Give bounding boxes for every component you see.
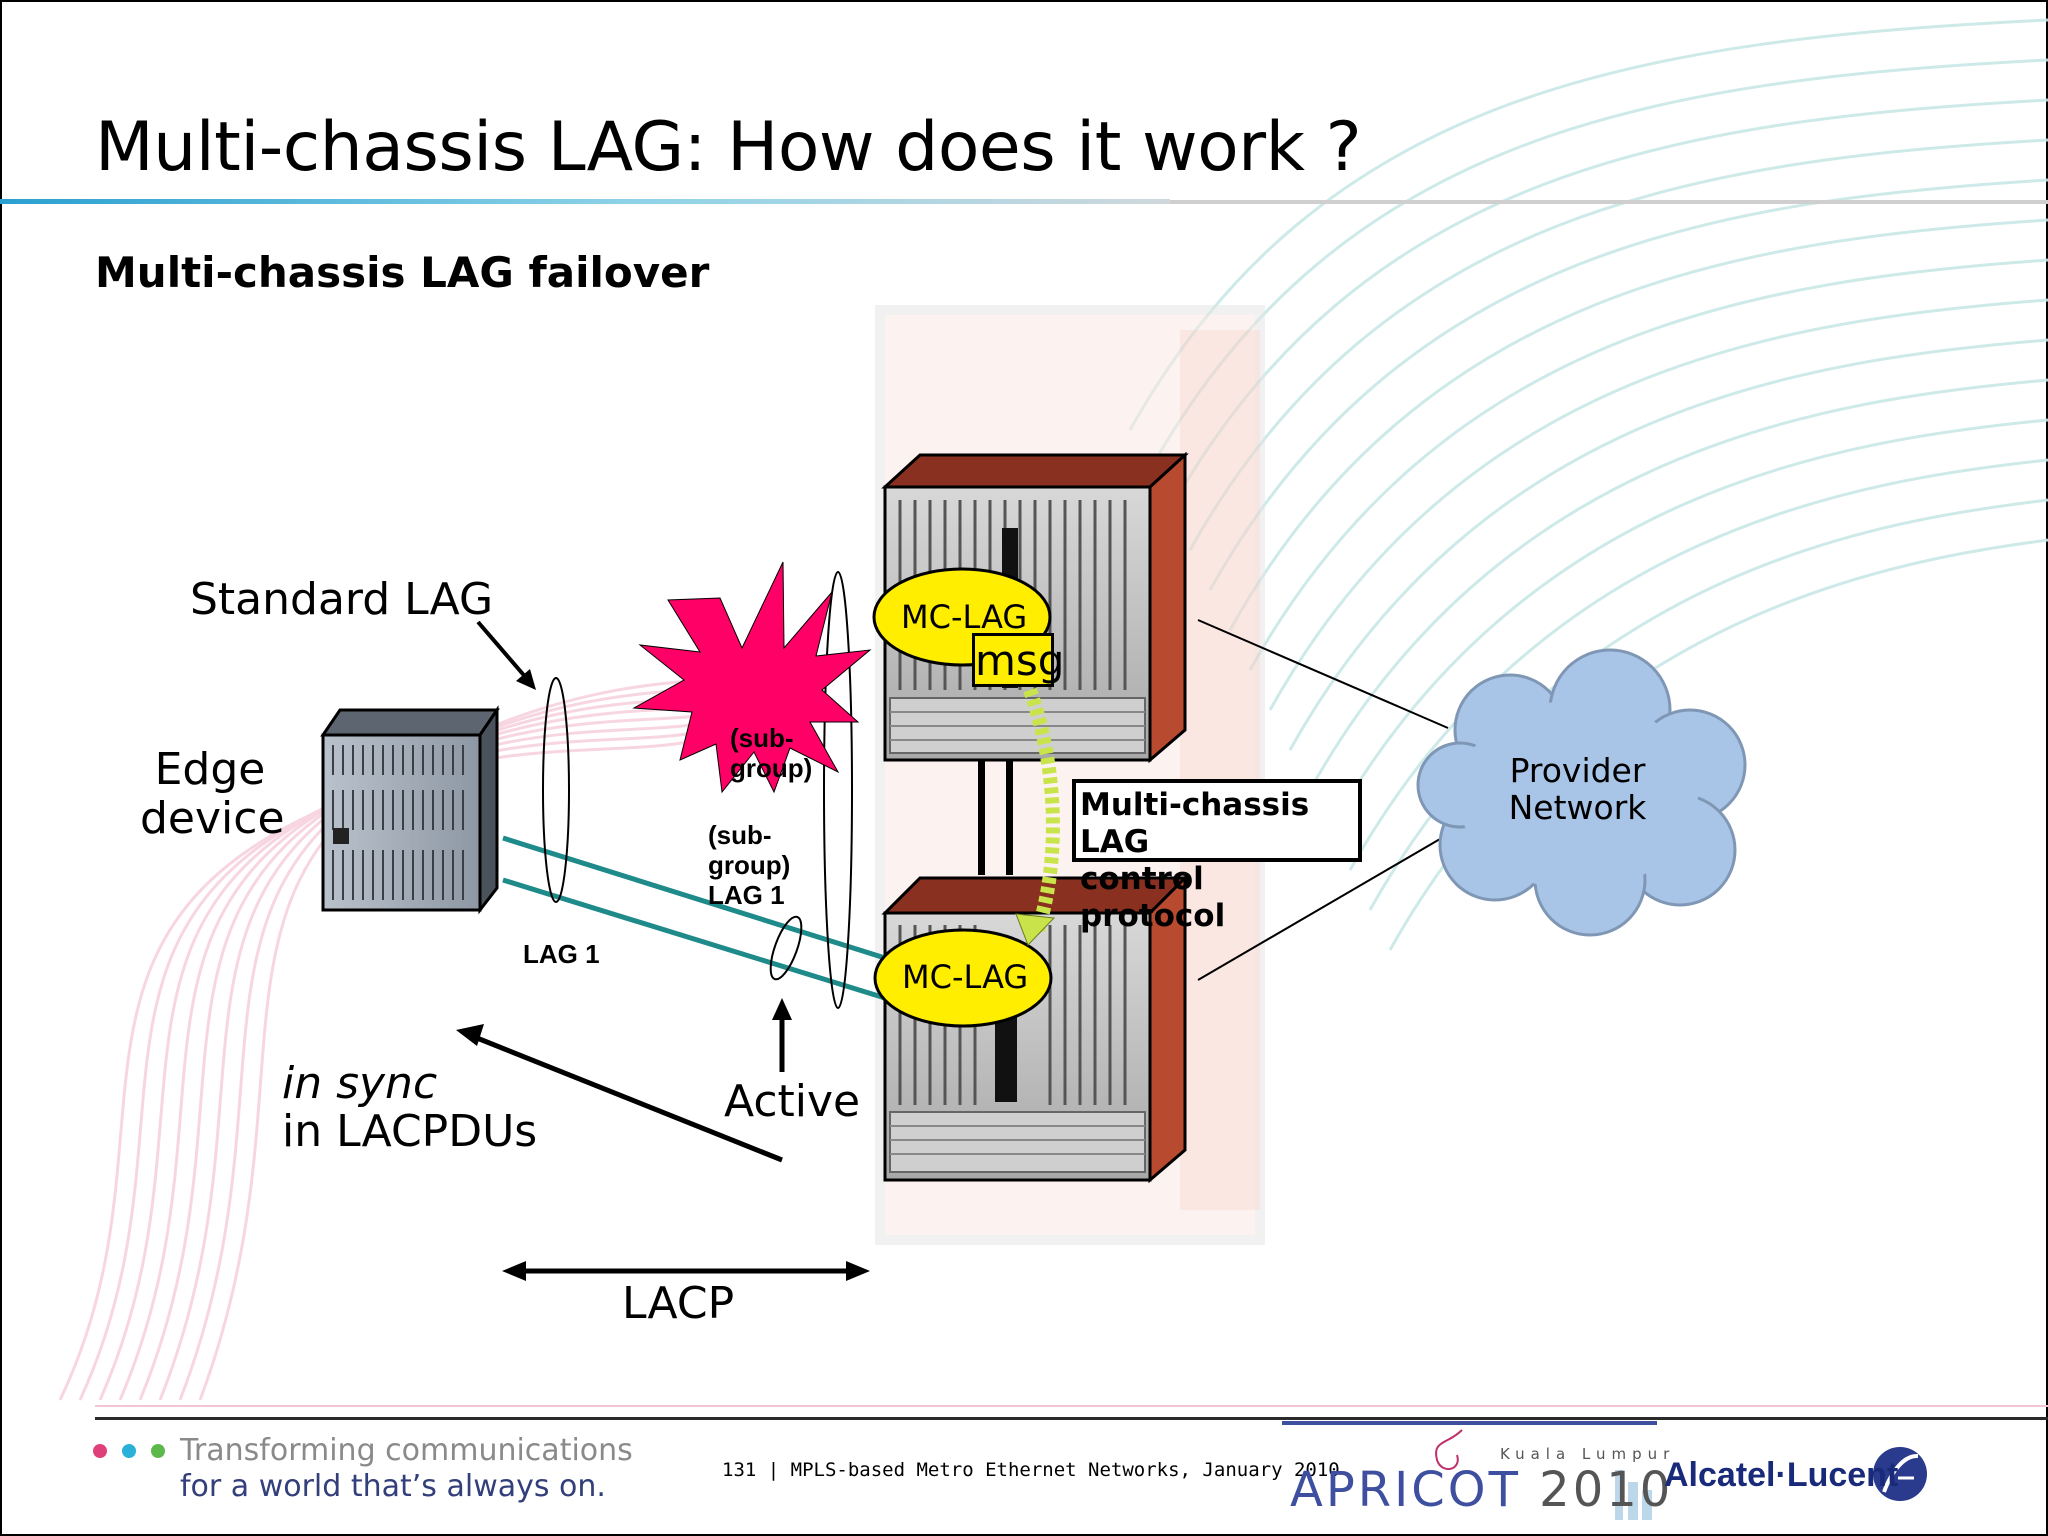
active-label: Active xyxy=(724,1076,861,1127)
footer-rule-blue xyxy=(1282,1421,1657,1425)
control-protocol-box: Multi-chassis LAG control protocol xyxy=(1072,779,1362,934)
footer-dot-pink xyxy=(93,1444,107,1458)
in-sync-arrowhead xyxy=(456,1024,484,1046)
provider-network-line2: Network xyxy=(1508,788,1647,827)
subgroup-top-label: (sub- group) xyxy=(730,723,812,783)
cloud-icon xyxy=(1416,648,1747,937)
explosion-burst-icon xyxy=(632,561,872,794)
lacp-label: LACP xyxy=(622,1278,735,1329)
title-rule xyxy=(0,199,1170,204)
lag1-label: LAG 1 xyxy=(523,939,600,969)
footer-dot-green xyxy=(151,1444,165,1458)
subgroup-top-line1: (sub- xyxy=(730,723,794,753)
footer-rule-dark xyxy=(95,1417,2048,1420)
mclag-bottom-label: MC-LAG xyxy=(902,958,1029,996)
control-protocol-arrowhead xyxy=(1015,913,1056,946)
in-sync-line1: in sync xyxy=(282,1058,438,1109)
subgroup-bottom-line2: group) xyxy=(708,850,791,880)
uplink-top xyxy=(1197,619,1449,729)
footer-tagline: Transforming communications for a world … xyxy=(180,1433,633,1505)
in-sync-label: in sync in LACPDUs xyxy=(282,1060,537,1156)
mclag-bottom-ellipse xyxy=(873,928,1053,1028)
uplink-bottom xyxy=(1197,831,1453,981)
active-arrowhead xyxy=(772,998,792,1020)
footer-tagline-line2: for a world that’s always on. xyxy=(180,1469,606,1504)
subgroup-top-line2: group) xyxy=(730,753,813,783)
slide-subtitle: Multi-chassis LAG failover xyxy=(95,248,710,297)
standard-lag-arrowhead xyxy=(516,669,536,690)
edge-device-label-line1: Edge xyxy=(154,744,266,795)
standard-lag-label: Standard LAG xyxy=(190,574,494,625)
brand-name: Alcatel·Lucent xyxy=(1664,1456,1899,1494)
page-title: Multi-chassis LAG: How does it work ? xyxy=(95,108,1362,187)
subgroup-bottom-line3: LAG 1 xyxy=(708,880,785,910)
edge-device-label: Edge device xyxy=(140,744,285,844)
subgroup-bottom-label: (sub- group) LAG 1 xyxy=(708,820,790,910)
edge-device-label-line2: device xyxy=(140,793,285,844)
event-logo-text: APRICOT 2010 xyxy=(1290,1462,1673,1518)
control-protocol-path xyxy=(1023,687,1060,933)
standard-lag-arrow-line xyxy=(476,620,530,682)
edge-device-chassis xyxy=(320,705,500,915)
event-name: APRICOT xyxy=(1290,1462,1521,1518)
control-protocol-line1: Multi-chassis LAG xyxy=(1080,787,1310,860)
rack-post-left xyxy=(978,760,985,875)
in-sync-line2: in LACPDUs xyxy=(282,1106,538,1157)
footer-tagline-line1: Transforming communications xyxy=(180,1433,633,1468)
footer-page-info: 131 | MPLS-based Metro Ethernet Networks… xyxy=(722,1459,1340,1481)
provider-network-line1: Provider xyxy=(1509,751,1646,790)
link-edge-to-router-b xyxy=(502,877,886,1001)
title-rule-gray xyxy=(1170,200,2048,204)
lacp-arrowhead-right xyxy=(846,1261,870,1281)
mclag-top-label: MC-LAG xyxy=(901,598,1028,636)
provider-network-label: Provider Network xyxy=(1500,752,1655,826)
alcatel-lucent-logo-icon xyxy=(1873,1447,1927,1501)
lag1-ellipse xyxy=(542,677,570,903)
event-year: 2010 xyxy=(1539,1462,1674,1518)
subgroup-ellipse xyxy=(769,915,803,981)
footer-rule-pink xyxy=(95,1405,2048,1407)
subgroup-bottom-line1: (sub- xyxy=(708,820,772,850)
apricot-skyline-icon xyxy=(1615,1470,1652,1520)
msg-badge: msg xyxy=(972,633,1064,687)
mclag-ellipse xyxy=(823,571,853,1009)
apricot-flower-icon xyxy=(1435,1429,1463,1470)
lacp-arrowhead-left xyxy=(502,1261,526,1281)
rack-post-right xyxy=(1006,760,1013,875)
footer-dot-blue xyxy=(122,1444,136,1458)
in-sync-arrow-line xyxy=(471,1033,783,1163)
control-protocol-line2: control protocol xyxy=(1080,861,1226,934)
event-city: Kuala Lumpur xyxy=(1500,1445,1676,1463)
